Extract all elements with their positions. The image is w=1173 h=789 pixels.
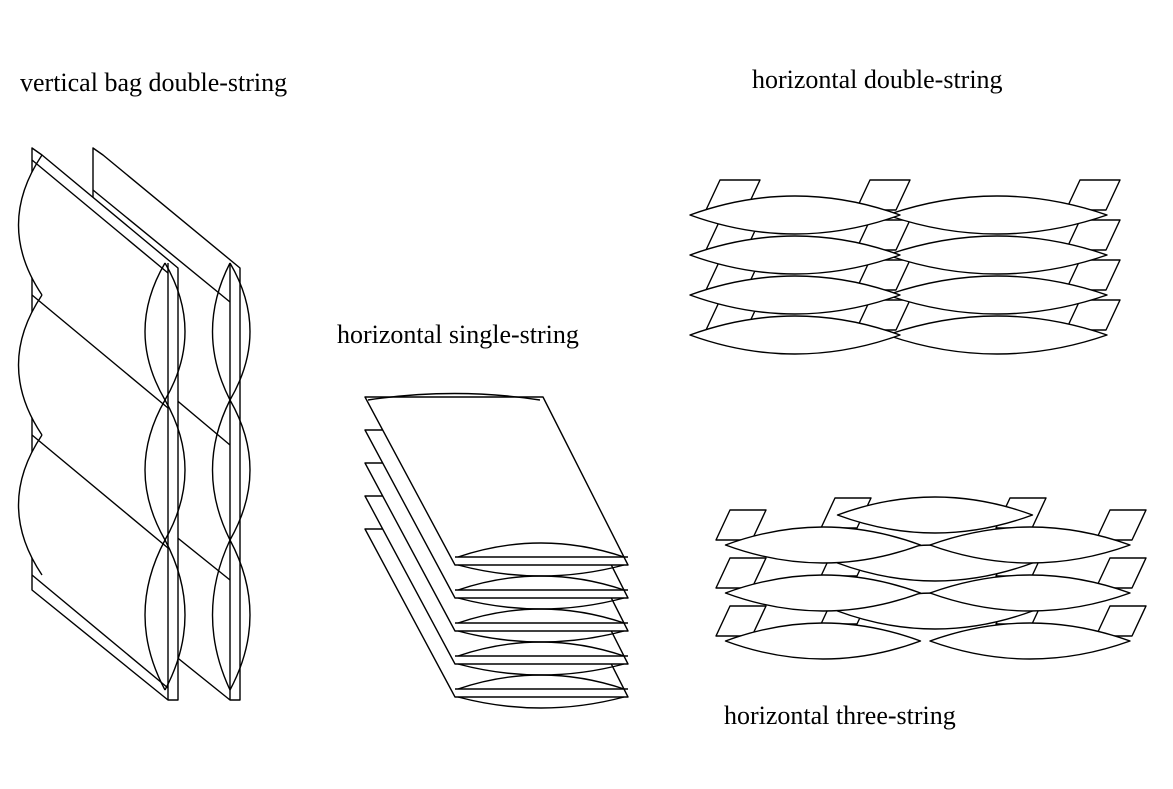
back-lens-right-1	[230, 400, 250, 540]
front-diagonal-2	[32, 435, 168, 548]
back-lens-right-2	[230, 540, 250, 690]
front-lens-left-0	[145, 263, 165, 400]
double-bag-left-1	[690, 236, 900, 274]
front-bag-arc-2	[19, 435, 43, 575]
label-horizontal-double-string: horizontal double-string	[752, 65, 1003, 94]
front-bag-arc-0	[19, 155, 43, 295]
label-horizontal-single-string: horizontal single-string	[337, 320, 579, 349]
back-lens-left-0	[213, 263, 231, 400]
double-flap-mid-3	[856, 300, 910, 330]
front-lens-right-1	[165, 400, 185, 540]
three-bag-left-1	[726, 575, 921, 611]
single-lens-bottom-3	[458, 598, 624, 609]
single-lens-bottom-1	[458, 664, 624, 675]
double-flap-mid-0	[856, 180, 910, 210]
front-diagonal-3	[32, 575, 168, 688]
front-lens-right-2	[165, 540, 185, 690]
double-bag-left-3	[690, 316, 900, 354]
front-lens-left-1	[145, 400, 165, 540]
single-lens-bottom-2	[458, 631, 624, 642]
single-top-lens	[368, 394, 540, 401]
three-bag-left-0	[726, 527, 921, 563]
back-lens-left-1	[213, 400, 231, 540]
double-flap-mid-2	[856, 260, 910, 290]
double-bag-right-0	[887, 196, 1107, 234]
front-lens-right-0	[165, 263, 185, 400]
three-flap-right-2	[1096, 606, 1146, 636]
double-flap-right-0	[1066, 180, 1120, 210]
single-lens-bottom-4	[458, 565, 624, 576]
three-bag-right-2	[930, 623, 1130, 659]
three-bag-right-1	[930, 575, 1130, 611]
label-vertical-bag-double-string: vertical bag double-string	[20, 68, 288, 97]
horizontal-three-string-figure	[716, 497, 1146, 659]
double-bag-right-3	[887, 316, 1107, 354]
three-flap-right-0	[1096, 510, 1146, 540]
front-diagonal-0	[32, 160, 168, 273]
single-lens-bottom-0	[458, 697, 624, 708]
double-flap-right-3	[1066, 300, 1120, 330]
front-lens-left-2	[145, 540, 165, 690]
three-bag-top-0	[838, 497, 1033, 533]
double-bag-right-1	[887, 236, 1107, 274]
single-lens-top-4	[458, 543, 624, 557]
front-bag-arc-1	[19, 295, 43, 435]
double-bag-left-2	[690, 276, 900, 314]
front-diagonal-1	[32, 295, 168, 408]
three-flap-right-1	[1096, 558, 1146, 588]
three-bag-right-0	[930, 527, 1130, 563]
three-bag-left-2	[726, 623, 921, 659]
double-flap-mid-1	[856, 220, 910, 250]
double-flap-right-2	[1066, 260, 1120, 290]
back-lens-left-2	[213, 540, 231, 690]
double-bag-left-0	[690, 196, 900, 234]
label-horizontal-three-string: horizontal three-string	[724, 701, 956, 730]
back-diagonal-0	[93, 190, 230, 302]
back-lens-right-0	[230, 263, 250, 400]
double-bag-right-2	[887, 276, 1107, 314]
double-flap-right-1	[1066, 220, 1120, 250]
single-layer-4	[365, 397, 628, 565]
horizontal-double-string-figure	[690, 180, 1120, 354]
horizontal-single-string-figure	[365, 394, 628, 709]
vertical-bag-double-string-figure	[19, 148, 251, 700]
